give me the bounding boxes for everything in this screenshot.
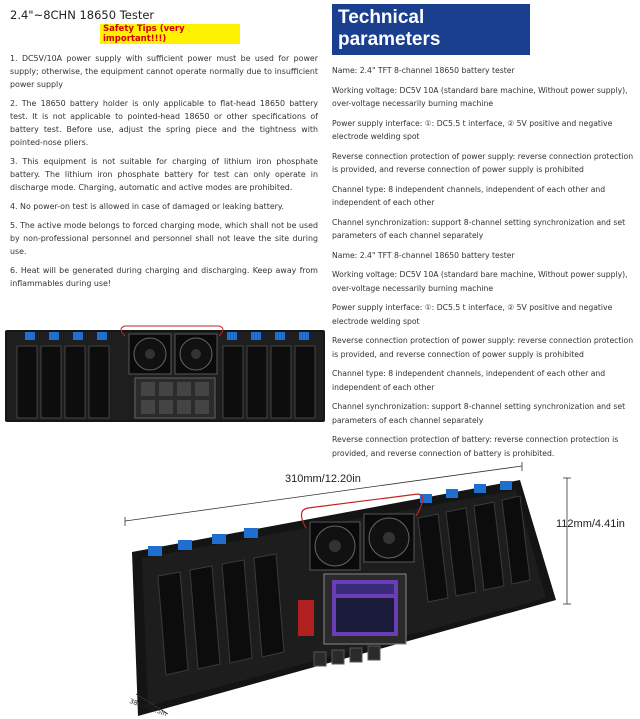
param-channel-type: Channel type: 8 independent channels, in… (332, 369, 606, 392)
param-channel-sync: Channel synchronization: support 8-chann… (332, 402, 626, 425)
product-image-angled (132, 480, 556, 716)
param-channel-type: Channel type: 8 independent channels, in… (332, 184, 606, 208)
param-working-voltage: Working voltage: DC5V 10A (standard bare… (332, 270, 628, 293)
technical-parameters-section: Technical parameters Name: 2.4" TFT 8-ch… (332, 4, 636, 466)
param-working-voltage: Working voltage: DC5V 10A (standard bare… (332, 85, 628, 109)
param-battery-reverse-protection: Reverse connection protection of battery… (332, 435, 619, 458)
param-power-interface: Power supply interface: ①: DC5.5 t inter… (332, 303, 613, 326)
param-name: Name: 2.4" TFT 8-channel 18650 battery t… (332, 66, 515, 75)
safety-tip-3: 3. This equipment is not suitable for ch… (10, 157, 318, 192)
safety-tip-1: 1. DC5V/10A power supply with sufficient… (10, 54, 318, 89)
param-name: Name: 2.4" TFT 8-channel 18650 battery t… (332, 250, 515, 260)
product-image-top (5, 325, 325, 422)
safety-tip-4: 4. No power-on test is allowed in case o… (10, 202, 284, 211)
param-channel-sync: Channel synchronization: support 8-chann… (332, 217, 626, 241)
safety-tip-6: 6. Heat will be generated during chargin… (10, 266, 318, 288)
width-dimension-label: 310mm/12.20in (285, 473, 361, 485)
safety-tips-label: Safety Tips (very important!!!) (100, 24, 240, 44)
param-power-reverse-protection: Reverse connection protection of power s… (332, 151, 634, 175)
param-power-interface: Power supply interface: ①: DC5.5 t inter… (332, 118, 613, 142)
page-title: 2.4"~8CHN 18650 Tester (10, 8, 155, 22)
technical-parameters-header: Technical parameters (332, 4, 530, 55)
safety-tip-2: 2. The 18650 battery holder is only appl… (10, 99, 318, 147)
param-power-reverse-protection: Reverse connection protection of power s… (332, 336, 634, 359)
safety-section: 2.4"~8CHN 18650 Tester Safety Tips (very… (10, 8, 318, 296)
height-dimension-label: 112mm/4.41in (556, 518, 625, 530)
safety-tip-5: 5. The active mode belongs to forced cha… (10, 221, 318, 256)
